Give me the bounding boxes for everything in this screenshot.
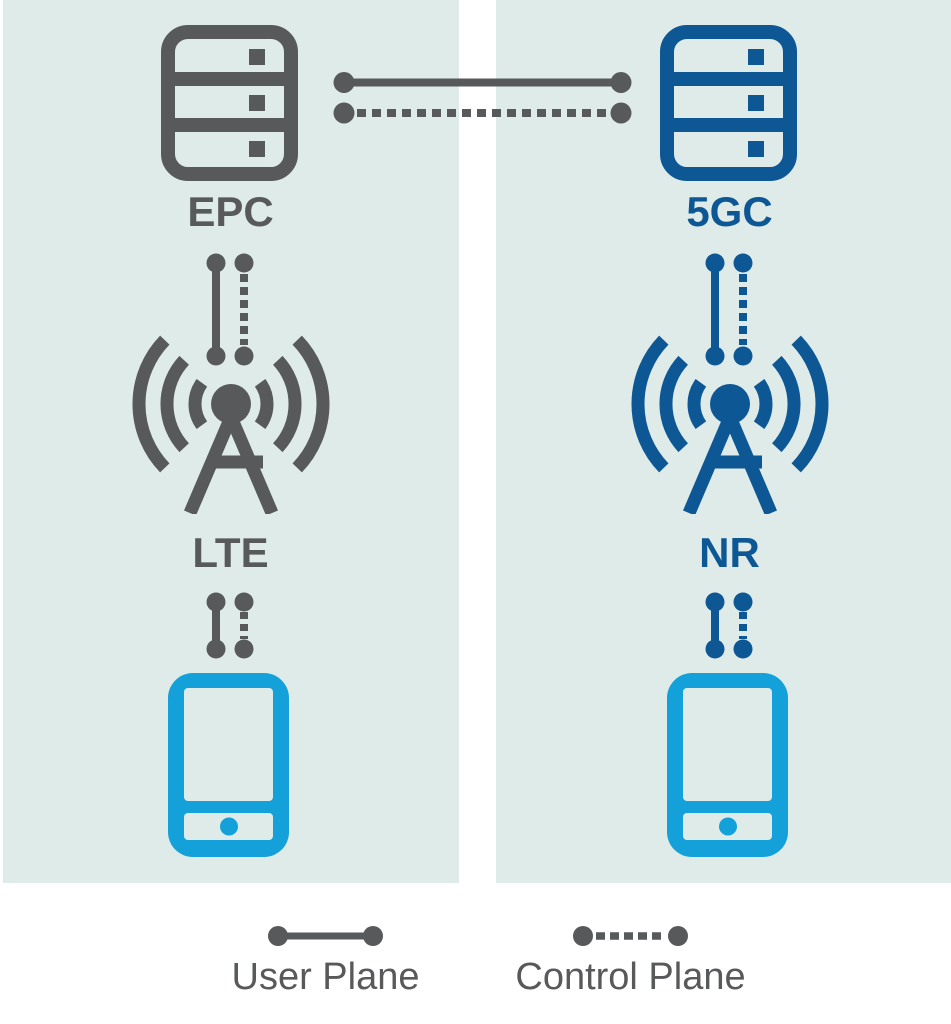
- fivegc-label: 5GC: [686, 188, 773, 235]
- legend-control-plane: Control Plane: [515, 920, 746, 999]
- lte-phone-icon: [168, 673, 289, 857]
- lte-phone-connector: [200, 585, 260, 666]
- nr-antenna-icon: [630, 333, 830, 514]
- epc-server-icon: [161, 25, 298, 181]
- legend-user-plane-label: User Plane: [231, 956, 420, 998]
- lte-antenna-icon: [131, 333, 331, 514]
- core-interworking-connector: [333, 72, 632, 124]
- user-plane-link-line: [333, 72, 632, 93]
- control-plane-link-line: [333, 102, 632, 124]
- legend-user-plane: User Plane: [215, 920, 436, 999]
- control-plane-line-icon: [573, 926, 688, 946]
- nr-phone-icon: [667, 673, 788, 857]
- user-plane-line-icon: [268, 926, 383, 946]
- nr-phone-connector: [699, 585, 759, 666]
- nr-label: NR: [699, 529, 760, 576]
- legend-control-plane-label: Control Plane: [515, 956, 746, 998]
- epc-label: EPC: [187, 188, 274, 235]
- lte-label: LTE: [192, 529, 269, 576]
- fivegc-server-icon: [660, 25, 797, 181]
